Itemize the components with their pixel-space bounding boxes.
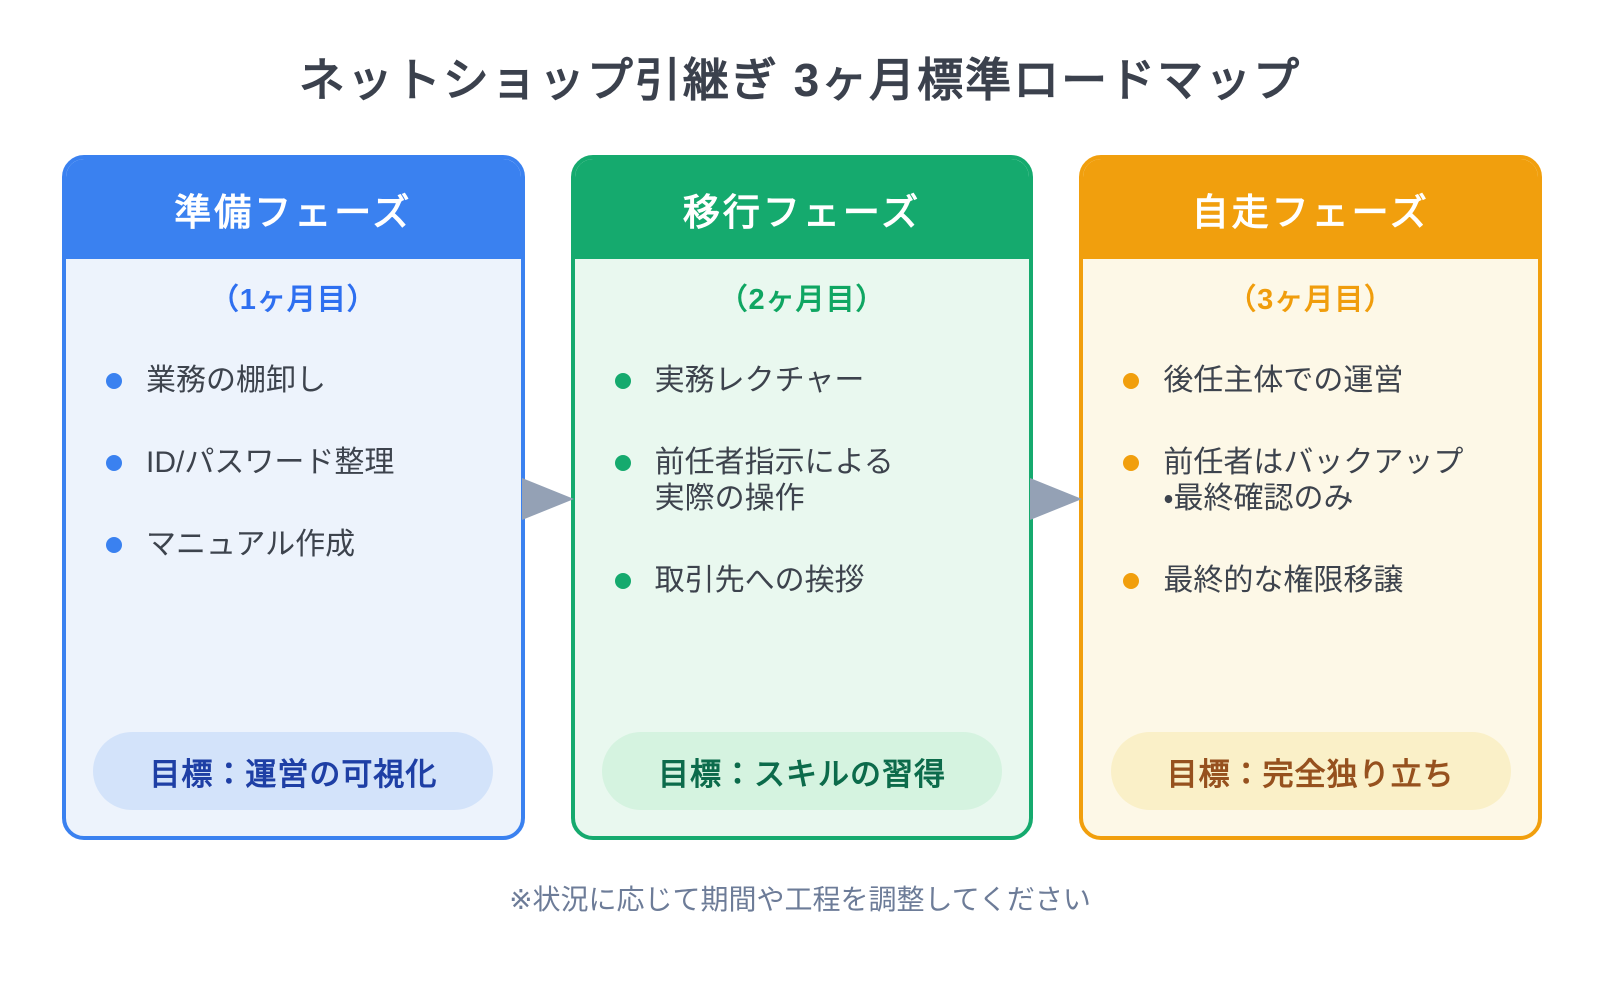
task-item-label: 前任者指示による 実際の操作 (654, 446, 894, 515)
phase-title: 移行フェーズ (682, 192, 922, 233)
goal-badge: 目標：運営の可視化 (93, 732, 494, 810)
task-item-label: 最終的な権限移譲 (1163, 564, 1404, 597)
bullet-dot (614, 373, 631, 389)
phase-task-list: 後任主体での運営 前任者はバックアップ ・最終確認のみ 最終的な権限移譲 (1119, 363, 1502, 599)
task-item-label: 前任者はバックアップ ・最終確認のみ (1163, 446, 1464, 515)
arrow-right-icon (521, 478, 574, 520)
task-item-label: ID/パスワード整理 (146, 446, 395, 479)
bullet-dot (106, 537, 122, 553)
bullet-dot (614, 573, 631, 589)
task-item: 最終的な権限移譲 (1123, 563, 1502, 599)
phase-header: 移行フェーズ (574, 159, 1030, 259)
bullet-dot (1123, 573, 1140, 589)
footer-note: ※状況に応じて期間や工程を調整してください (509, 884, 1091, 915)
bullet-dot (614, 455, 631, 471)
arrow-gap (1030, 155, 1083, 840)
task-item-label: 業務の棚卸し (146, 364, 326, 397)
phase-body: （1ヶ月目） 業務の棚卸し ID/パスワード整理 マニュアル作成 (66, 259, 521, 836)
phase-month-label: （2ヶ月目） (718, 284, 886, 316)
bullet-dot (106, 373, 122, 389)
task-item: 実務レクチャー (614, 363, 994, 399)
task-item: 取引先への挨拶 (614, 563, 994, 599)
phase-card-selfrun: 自走フェーズ （3ヶ月目） 後任主体での運営 前任者はバックアップ ・最終確認の… (1079, 155, 1543, 840)
task-item-label: 取引先への挨拶 (654, 564, 865, 597)
arrow-gap (521, 155, 574, 840)
phase-body: （2ヶ月目） 実務レクチャー 前任者指示による 実際の操作 取引先への挨拶 (575, 259, 1030, 836)
task-item: 前任者はバックアップ ・最終確認のみ (1123, 445, 1502, 517)
phase-task-list: 実務レクチャー 前任者指示による 実際の操作 取引先への挨拶 (611, 363, 994, 599)
phases-row: 準備フェーズ （1ヶ月目） 業務の棚卸し ID/パスワード整理 マニュアル作成 (62, 155, 1543, 840)
goal-label: 目標：運営の可視化 (149, 756, 438, 792)
bullet-dot (106, 455, 122, 471)
phase-title: 準備フェーズ (174, 192, 413, 233)
task-item: ID/パスワード整理 (106, 445, 485, 481)
phase-task-list: 業務の棚卸し ID/パスワード整理 マニュアル作成 (102, 363, 485, 563)
bullet-dot (1123, 373, 1140, 389)
phase-title: 自走フェーズ (1191, 192, 1430, 233)
phase-month-label: （1ヶ月目） (209, 284, 377, 316)
phase-card-preparation: 準備フェーズ （1ヶ月目） 業務の棚卸し ID/パスワード整理 マニュアル作成 (62, 155, 525, 840)
phase-header: 準備フェーズ (66, 159, 521, 259)
bullet-dot (1123, 455, 1140, 471)
page-title: ネットショップ引継ぎ 3ヶ月標準ロードマップ (298, 54, 1302, 106)
task-item-label: 実務レクチャー (654, 364, 865, 397)
task-item: 業務の棚卸し (106, 363, 485, 399)
task-item: 前任者指示による 実際の操作 (614, 445, 994, 517)
goal-badge: 目標：完全独り立ち (1110, 732, 1511, 810)
phase-header: 自走フェーズ (1083, 159, 1539, 259)
goal-badge: 目標：スキルの習得 (602, 732, 1002, 810)
phase-card-transition: 移行フェーズ （2ヶ月目） 実務レクチャー 前任者指示による 実際の操作 取引 (570, 155, 1034, 840)
arrow-right-icon (1030, 478, 1083, 520)
phase-month-label: （3ヶ月目） (1227, 284, 1395, 316)
task-item-label: 後任主体での運営 (1163, 364, 1404, 397)
goal-label: 目標：スキルの習得 (658, 756, 946, 792)
task-item: マニュアル作成 (106, 527, 485, 563)
goal-label: 目標：完全独り立ち (1166, 756, 1455, 792)
phase-body: （3ヶ月目） 後任主体での運営 前任者はバックアップ ・最終確認のみ 最終的な権… (1083, 259, 1538, 836)
task-item-label: マニュアル作成 (146, 528, 356, 561)
task-item: 後任主体での運営 (1123, 363, 1502, 399)
